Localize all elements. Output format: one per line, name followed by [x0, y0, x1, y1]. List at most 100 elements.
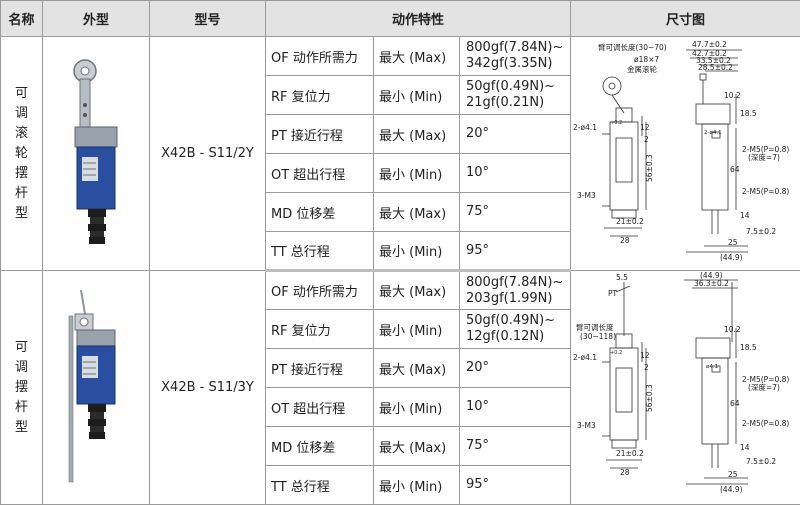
table-row: MD 位移差 最大 (Max) 75°	[1, 192, 800, 232]
header-dimensions: 尺寸图	[570, 0, 800, 37]
table-row: 可 调 滚 轮 摆 杆 型	[0, 36, 800, 271]
prop-label: MD 位移差	[265, 426, 374, 466]
prop-label: OT 超出行程	[265, 387, 374, 427]
dimension-drawing: 臂可调长度(30~70) ø18×7 金属滚轮 2-ø4.1 +0.2 12 2…	[570, 36, 800, 271]
prop-label: RF 复位力	[265, 309, 374, 349]
svg-text:2-M5(P=0.8): 2-M5(P=0.8)	[742, 145, 789, 154]
prop-label: OF 动作所需力	[265, 36, 374, 76]
svg-text:2: 2	[644, 135, 649, 144]
svg-text:7.5±0.2: 7.5±0.2	[746, 457, 776, 466]
svg-text:ø4.1: ø4.1	[706, 364, 718, 370]
svg-text:3-M3: 3-M3	[577, 191, 596, 200]
svg-text:ø18×7: ø18×7	[634, 55, 659, 64]
svg-text:33.5±0.2: 33.5±0.2	[696, 56, 731, 65]
limit-label: 最小 (Min)	[373, 387, 460, 427]
prop-label: MD 位移差	[265, 192, 374, 232]
svg-text:2-M5(P=0.8): 2-M5(P=0.8)	[742, 419, 789, 428]
product-photo	[42, 36, 150, 271]
product-photo	[42, 270, 150, 505]
header-characteristics: 动作特性	[265, 0, 571, 37]
svg-text:2-M5(P=0.8): 2-M5(P=0.8)	[742, 375, 789, 384]
value-cell: 50gf(0.49N)~21gf(0.21N)	[459, 75, 571, 115]
value-cell: 800gf(7.84N)~203gf(1.99N)	[459, 270, 571, 310]
prop-label: PT 接近行程	[265, 348, 374, 388]
limit-label: 最大 (Max)	[373, 426, 460, 466]
limit-label: 最小 (Min)	[373, 231, 460, 272]
category-cell: 可 调 滚 轮 摆 杆 型	[0, 36, 43, 271]
svg-text:10.2: 10.2	[724, 325, 741, 334]
svg-text:2-ø4.1: 2-ø4.1	[704, 130, 722, 136]
table-row: OT 超出行程 最小 (Min) 10°	[1, 387, 800, 427]
value-cell: 20°	[459, 348, 571, 388]
svg-text:(44.9): (44.9)	[700, 272, 723, 280]
table-row: PT 接近行程 最大 (Max) 20°	[1, 348, 800, 388]
svg-text:5.5: 5.5	[616, 273, 628, 282]
svg-text:28.5±0.2: 28.5±0.2	[698, 63, 733, 72]
value-cell: 10°	[459, 153, 571, 193]
limit-label: 最小 (Min)	[373, 75, 460, 115]
table-row: TT 总行程 最小 (Min) 95°	[1, 231, 800, 272]
prop-label: RF 复位力	[265, 75, 374, 115]
header-name: 名称	[0, 0, 43, 37]
value-cell: 95°	[459, 465, 571, 505]
dimension-drawing-svg: 5.5 PT 臂可调长度 (30~118) 2-ø4.1 +0.2 12 2 3…	[573, 272, 789, 494]
value-cell: 95°	[459, 231, 571, 272]
svg-text:21±0.2: 21±0.2	[616, 449, 644, 458]
svg-text:12: 12	[640, 123, 650, 132]
svg-text:42.7±0.2: 42.7±0.2	[692, 49, 727, 58]
limit-label: 最大 (Max)	[373, 192, 460, 232]
svg-text:56±0.3: 56±0.3	[645, 154, 654, 182]
dimension-drawing-svg: 臂可调长度(30~70) ø18×7 金属滚轮 2-ø4.1 +0.2 12 2…	[573, 40, 789, 262]
table-row: RF 复位力 最小 (Min) 50gf(0.49N)~12gf(0.12N)	[1, 309, 800, 349]
svg-text:金属滚轮: 金属滚轮	[627, 64, 657, 74]
roller-lever-switch-image	[73, 58, 118, 244]
svg-text:2-ø4.1: 2-ø4.1	[573, 353, 597, 362]
svg-text:臂可调长度: 臂可调长度	[576, 322, 614, 332]
svg-text:2-ø4.1: 2-ø4.1	[573, 123, 597, 132]
svg-text:28: 28	[620, 236, 630, 245]
svg-text:(深度=7): (深度=7)	[748, 382, 780, 392]
svg-text:3-M3: 3-M3	[577, 421, 596, 430]
value-cell: 75°	[459, 426, 571, 466]
svg-text:PT: PT	[608, 289, 618, 298]
prop-label: OF 动作所需力	[265, 270, 374, 310]
svg-text:18.5: 18.5	[740, 109, 757, 118]
table-row: 可 调 摆 杆 型	[0, 270, 800, 505]
svg-text:28: 28	[620, 468, 630, 477]
svg-text:7.5±0.2: 7.5±0.2	[746, 227, 776, 236]
table-row: TT 总行程 最小 (Min) 95°	[1, 465, 800, 505]
header-row: 名称 外型 型号 动作特性 尺寸图	[0, 0, 800, 37]
model-cell: X42B - S11/2Y	[149, 36, 266, 271]
svg-text:+0.2: +0.2	[610, 120, 622, 126]
table-row: RF 复位力 最小 (Min) 50gf(0.49N)~21gf(0.21N)	[1, 75, 800, 115]
value-cell: 20°	[459, 114, 571, 154]
svg-text:64: 64	[730, 165, 740, 174]
svg-text:14: 14	[740, 443, 750, 452]
svg-text:47.7±0.2: 47.7±0.2	[692, 40, 727, 49]
limit-label: 最小 (Min)	[373, 309, 460, 349]
limit-label: 最大 (Max)	[373, 348, 460, 388]
prop-label: OT 超出行程	[265, 153, 374, 193]
value-cell: 800gf(7.84N)~342gf(3.35N)	[459, 36, 571, 76]
limit-label: 最大 (Max)	[373, 36, 460, 76]
svg-text:25: 25	[728, 238, 738, 247]
svg-text:(44.9): (44.9)	[720, 485, 743, 494]
svg-text:18.5: 18.5	[740, 343, 757, 352]
svg-text:+0.2: +0.2	[610, 350, 622, 356]
svg-text:(30~118): (30~118)	[580, 332, 616, 341]
value-cell: 50gf(0.49N)~12gf(0.12N)	[459, 309, 571, 349]
svg-text:36.3±0.2: 36.3±0.2	[694, 279, 729, 288]
limit-label: 最小 (Min)	[373, 153, 460, 193]
limit-label: 最大 (Max)	[373, 270, 460, 310]
svg-text:(深度=7): (深度=7)	[748, 152, 780, 162]
svg-text:臂可调长度(30~70): 臂可调长度(30~70)	[598, 42, 667, 52]
prop-label: TT 总行程	[265, 231, 374, 272]
adjustable-rod-switch-image	[68, 289, 116, 482]
dimension-drawing: 5.5 PT 臂可调长度 (30~118) 2-ø4.1 +0.2 12 2 3…	[570, 270, 800, 505]
prop-label: PT 接近行程	[265, 114, 374, 154]
limit-label: 最小 (Min)	[373, 465, 460, 505]
category-cell: 可 调 摆 杆 型	[0, 270, 43, 505]
header-appearance: 外型	[42, 0, 150, 37]
prop-label: TT 总行程	[265, 465, 374, 505]
